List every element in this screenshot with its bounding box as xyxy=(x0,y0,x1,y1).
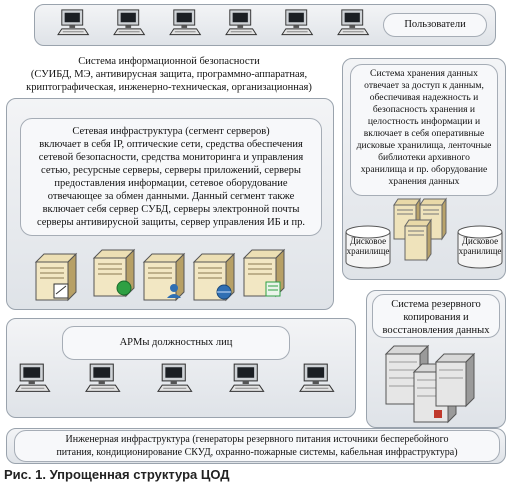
workstation-computer-icon-1 xyxy=(15,363,51,392)
storage-line-10: хранения данных xyxy=(388,176,460,187)
server-dbms-icon xyxy=(34,252,78,302)
user-computer-icon-5 xyxy=(281,9,314,36)
workstations-label-box: АРМы должностных лиц xyxy=(62,326,290,360)
network-line-7: включает себя сервер СУБД, серверы элект… xyxy=(42,204,300,215)
backup-line-3: восстановления данных xyxy=(382,325,490,336)
network-line-3: сетевой безопасности, средства мониторин… xyxy=(38,152,304,163)
disk-storage-icon-1 xyxy=(345,225,391,269)
disk-storage-icon-2 xyxy=(457,225,503,269)
workstation-computer-icon-3 xyxy=(157,363,193,392)
server-web-icon xyxy=(192,252,236,302)
storage-text-box: Система хранения данных отвечает за дост… xyxy=(350,64,498,196)
figure-caption: Рис. 1. Упрощенная структура ЦОД xyxy=(4,467,230,482)
infosec-line3: криптографическая, инженерно-техническая… xyxy=(26,82,312,93)
user-computer-icon-4 xyxy=(225,9,258,36)
user-computer-icon-1 xyxy=(57,9,90,36)
storage-line-3: обеспечивая надежность и xyxy=(369,92,479,103)
user-computer-icon-3 xyxy=(169,9,202,36)
disk-label-2-line-1: Дисковое xyxy=(461,236,499,246)
user-computer-icon-2 xyxy=(113,9,146,36)
network-line-2: включает в себя IP, оптические сети, сре… xyxy=(39,139,303,150)
disk-label-2-line-2: хранилище xyxy=(458,246,502,256)
workstation-computer-icon-4 xyxy=(229,363,265,392)
storage-line-7: дисковые хранилища, ленточные xyxy=(356,140,492,151)
engineering-line-1: Инженерная инфраструктура (генераторы ре… xyxy=(65,434,449,445)
network-line-6: отвечающее за обмен данными. Данный сегм… xyxy=(47,191,295,202)
disk-storage-label-1: Дисковое хранилище xyxy=(344,236,392,256)
storage-server-icon-3 xyxy=(404,218,432,262)
network-line-5: предоставления информации, сетевое обору… xyxy=(54,178,288,189)
infosec-line2: (СУИБД, МЭ, антивирусная защита, програм… xyxy=(30,69,308,80)
storage-line-9: хранилища и пр. оборудование xyxy=(360,164,488,175)
backup-line-2: копирования и xyxy=(403,312,469,323)
engineering-line-2: питания, кондиционирование СКУД, охранно… xyxy=(56,446,458,458)
server-apps-icon xyxy=(142,252,186,302)
network-line-8: серверы антивирусной защиты, сервер упра… xyxy=(36,217,306,228)
backup-rack-icon-3 xyxy=(434,352,476,408)
disk-label-1-line-2: хранилище xyxy=(346,246,390,256)
backup-line-1: Система резервного xyxy=(391,299,481,310)
server-mail-icon xyxy=(92,248,136,298)
server-antivirus-icon xyxy=(242,248,286,298)
users-label: Пользователи xyxy=(404,19,466,30)
storage-line-5: целостность информации и xyxy=(367,116,481,127)
engineering-text-box: Инженерная инфраструктура (генераторы ре… xyxy=(14,430,500,462)
network-text-box: Сетевая инфраструктура (сегмент серверов… xyxy=(20,118,322,236)
workstation-computer-icon-5 xyxy=(299,363,335,392)
infosec-text: Система информационной безопасности (СУИ… xyxy=(4,55,334,94)
infosec-title: Система информационной безопасности xyxy=(78,56,260,67)
user-computer-icon-6 xyxy=(337,9,370,36)
users-label-box: Пользователи xyxy=(383,13,487,37)
storage-line-4: безопасность хранения и xyxy=(372,104,476,115)
network-line-1: Сетевая инфраструктура (сегмент серверов… xyxy=(72,126,270,137)
storage-line-6: включает в себя оперативные xyxy=(363,128,485,139)
workstations-label: АРМы должностных лиц xyxy=(119,337,233,348)
workstation-computer-icon-2 xyxy=(85,363,121,392)
disk-storage-label-2: Дисковое хранилище xyxy=(456,236,504,256)
disk-label-1-line-1: Дисковое xyxy=(349,236,387,246)
backup-text-box: Система резервного копирования и восстан… xyxy=(372,294,500,338)
storage-line-1: Система хранения данных xyxy=(370,68,478,79)
network-line-4: сетью, ресурсные серверы, серверы прилож… xyxy=(41,165,301,176)
storage-line-8: библиотеки архивного xyxy=(378,152,470,163)
storage-line-2: отвечает за доступ к данным, xyxy=(364,80,484,91)
